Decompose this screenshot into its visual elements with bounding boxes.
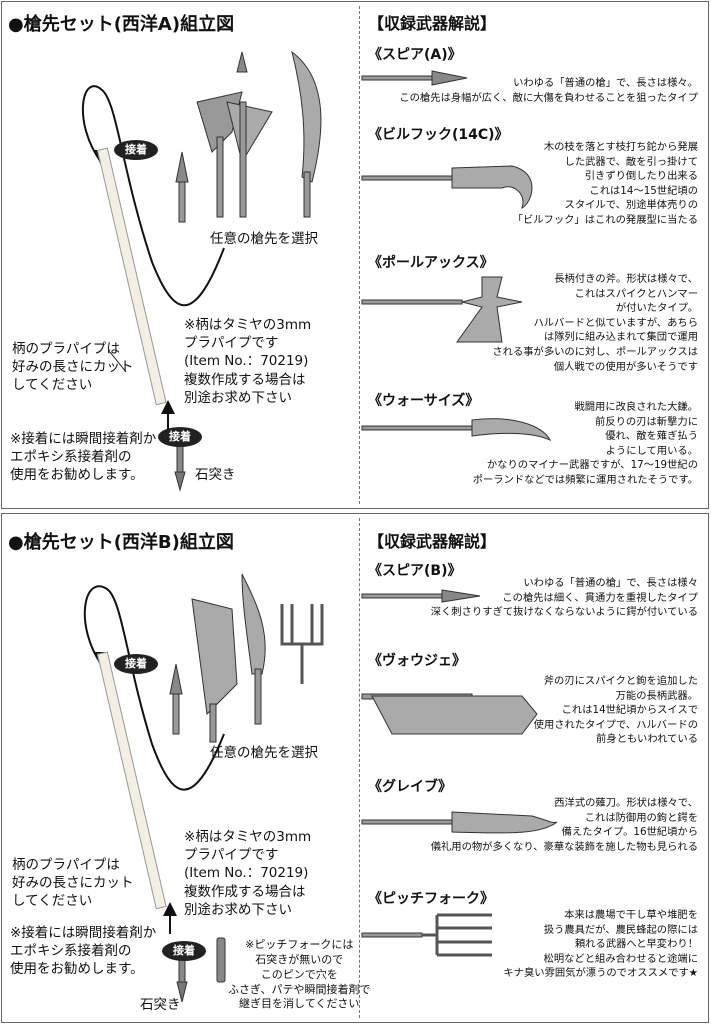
weapon-name-glaive: 《グレイブ》 (368, 779, 452, 795)
glue-note: ※接着には瞬間接着剤か エポキシ系接着剤の 使用をお勧めします。 (10, 925, 157, 978)
glue-badge-top: 接着 (114, 654, 158, 674)
page-title: ●槍先セット(西洋B)組立図 (8, 532, 234, 553)
cut-note: 柄のプラパイプは 好みの長さにカット してください (12, 341, 134, 394)
pitchfork-image (361, 913, 492, 957)
weapon-desc-pitchfork: 本来は農場で干し草や堆肥を 扱う農具だが、農民蜂起の際には 頼れる武器へと早変わ… (503, 909, 698, 980)
select-spearhead-label: 任意の槍先を選択 (210, 745, 318, 761)
spear-a-image (361, 70, 468, 86)
weapon-name-billhook: 《ビルフック(14C)》 (368, 127, 509, 143)
weapon-name-spear-a: 《スピア(A)》 (368, 47, 462, 63)
stone-tip-part (174, 441, 186, 492)
pitchfork-pin-part (216, 937, 226, 983)
weapon-desc-vouge: 斧の刃にスパイクと鉤を追加した 万能の長柄武器。 これは14世紀頃からスイスで … (533, 675, 698, 746)
glaive-image (361, 811, 558, 834)
pipe-note: ※柄はタミヤの3mm プラパイプです (Item No.：70219) 複数作成… (184, 317, 312, 406)
cut-note: 柄のプラパイプは 好みの長さにカット してください (12, 857, 134, 910)
spearhead-parts-group (169, 573, 324, 743)
pipe-note: ※柄はタミヤの3mm プラパイプです (Item No.：70219) 複数作成… (184, 829, 312, 918)
weapon-name-warscythe: 《ウォーサイズ》 (368, 393, 480, 409)
stone-tip-label: 石突き (140, 997, 181, 1013)
warscythe-image (361, 418, 552, 442)
section-header: 【収録武器解説】 (368, 14, 497, 33)
weapon-name-poleaxe: 《ポールアックス》 (368, 255, 494, 271)
panel-set-b: ●槍先セット(西洋B)組立図 任意の槍先を選択 接着 接着 ※柄はタミヤの3mm… (1, 513, 709, 1023)
section-header: 【収録武器解説】 (368, 532, 497, 551)
spearhead-parts-group (175, 50, 322, 223)
stone-tip-label: 石突き (195, 467, 236, 483)
weapon-desc-billhook: 木の枝を落とす枝打ち鉈から発展 した武器で、敵を引っ掛けて 引きずり倒したり出来… (512, 141, 698, 227)
page-title: ●槍先セット(西洋A)組立図 (8, 14, 235, 35)
billhook-image (361, 165, 533, 209)
panel-divider (359, 518, 360, 1018)
poleaxe-image (361, 276, 523, 343)
weapon-name-spear-b: 《スピア(B)》 (368, 563, 462, 579)
weapon-name-vouge: 《ヴォウジェ》 (368, 653, 466, 669)
glue-note: ※接着には瞬間接着剤か エポキシ系接着剤の 使用をお勧めします。 (10, 431, 157, 484)
weapon-desc-spear-a: いわゆる「普通の槍」で、長さは様々。 この槍先は身幅が広く、敵に大傷を負わせるこ… (399, 77, 698, 104)
weapon-desc-glaive: 西洋式の薙刀。形状は様々で、 これは防御用の鉤と鍔を 備えたタイプ。16世紀頃か… (430, 797, 698, 853)
vouge-image (361, 693, 538, 735)
weapon-desc-warscythe: 戦闘用に改良された大鎌。 前反りの刃は斬撃力に 優れ、敵を薙ぎ払う ようにして用… (472, 401, 698, 487)
pitchfork-pin-note: ※ピッチフォークには 石突きが無いので このピンで穴を ふさぎ、パテや瞬間接着剤… (228, 938, 371, 1011)
spear-b-image (361, 589, 481, 603)
panel-set-a: ●槍先セット(西洋A)組立図 任意の槍先を選択 接着 接着 ※柄はタミヤの3mm… (1, 1, 709, 509)
weapon-name-pitchfork: 《ピッチフォーク》 (368, 891, 494, 907)
select-spearhead-label: 任意の槍先を選択 (210, 231, 318, 247)
weapon-desc-spear-b: いわゆる「普通の槍」で、長さは様々 この槍先は細く、貫通力を重視したタイプ 深く… (430, 577, 698, 619)
glue-badge-top: 接着 (114, 140, 158, 160)
panel-divider (359, 6, 360, 504)
weapon-desc-poleaxe: 長柄付きの斧。形状は様々で、 これはスパイクとハンマー が付いたタイプ。 ハルバ… (492, 273, 698, 373)
glue-badge-bottom: 接着 (162, 941, 206, 961)
glue-badge-bottom: 接着 (158, 427, 202, 447)
